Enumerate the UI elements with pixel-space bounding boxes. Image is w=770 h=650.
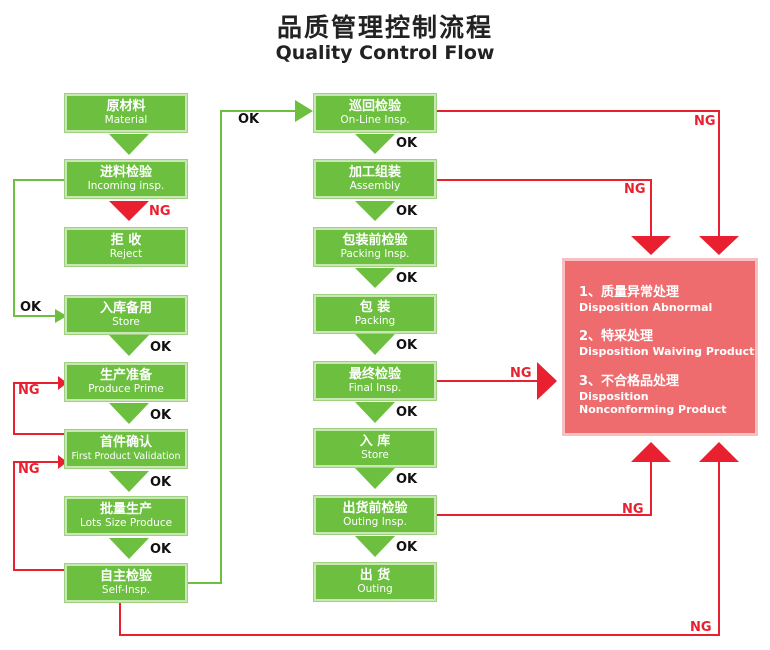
down-arrows-mid	[355, 134, 395, 557]
label-ok-store: OK	[150, 340, 172, 355]
label-ok-packing: OK	[396, 338, 418, 353]
label-ng-first-product: NG	[18, 383, 40, 398]
label-ng-self-insp: NG	[18, 462, 40, 477]
disposition-item: 3、不合格品处理 Disposition Nonconforming Produ…	[579, 374, 727, 416]
ng-arrowheads	[58, 236, 739, 469]
down-arrows-left	[109, 134, 149, 559]
label-ng-final: NG	[510, 366, 532, 381]
label-ok-final: OK	[396, 405, 418, 420]
label-ok-first-product: OK	[150, 475, 172, 490]
label-ok-produce-prime: OK	[150, 408, 172, 423]
disposition-item: 1、质量异常处理 Disposition Abnormal	[579, 285, 713, 314]
ng-lines	[13, 110, 720, 636]
disposition-panel: 1、质量异常处理 Disposition Abnormal 2、特采处理 Dis…	[562, 258, 758, 436]
label-ng-online: NG	[694, 114, 716, 129]
label-ok-online: OK	[396, 136, 418, 151]
label-ng-assembly: NG	[624, 182, 646, 197]
label-ok-store-mid: OK	[396, 472, 418, 487]
label-ok-assembly: OK	[396, 204, 418, 219]
ng-arrow-reject	[109, 201, 149, 221]
label-ok-outing-insp: OK	[396, 540, 418, 555]
disposition-item: 2、特采处理 Disposition Waiving Product	[579, 329, 755, 358]
page-subtitle: Quality Control Flow	[275, 42, 495, 64]
page-title: 品质管理控制流程	[276, 13, 493, 42]
ok-lines	[13, 110, 295, 584]
label-ok-lots: OK	[150, 542, 172, 557]
label-ok-self-insp: OK	[238, 112, 260, 127]
label-ng-outing-insp: NG	[622, 502, 644, 517]
label-ok-packing-insp: OK	[396, 271, 418, 286]
label-ng-self-insp-bottom: NG	[690, 620, 712, 635]
label-ng-reject: NG	[149, 204, 171, 219]
label-ok-incoming: OK	[20, 300, 42, 315]
